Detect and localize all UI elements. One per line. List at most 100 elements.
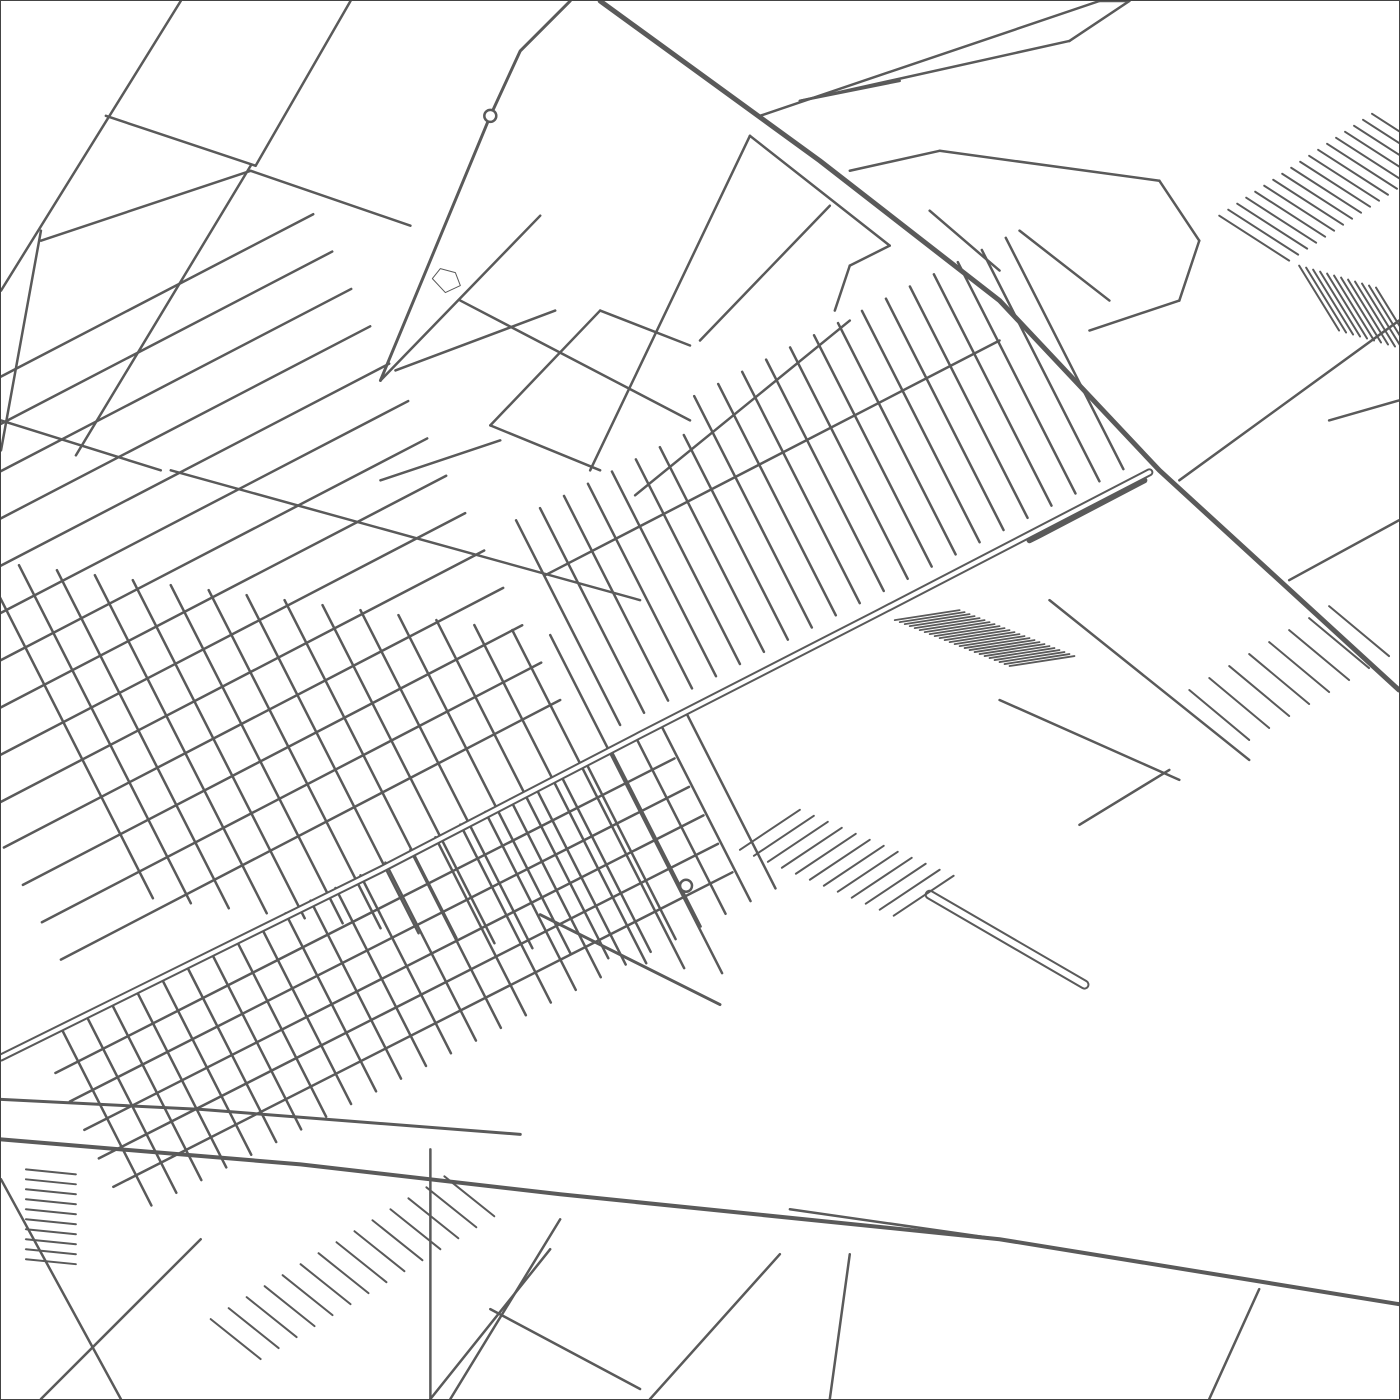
street xyxy=(1254,190,1327,238)
street xyxy=(55,568,231,910)
street xyxy=(588,134,752,472)
street xyxy=(923,621,991,633)
street xyxy=(104,114,257,168)
street xyxy=(538,506,646,715)
street xyxy=(24,1178,77,1186)
street xyxy=(281,1274,334,1317)
street xyxy=(379,439,502,482)
street xyxy=(263,1285,316,1328)
street xyxy=(1308,617,1371,670)
street xyxy=(473,623,648,965)
street xyxy=(1208,677,1271,729)
street xyxy=(83,814,705,1132)
street xyxy=(24,1188,77,1196)
street xyxy=(538,913,722,1007)
street xyxy=(39,1237,202,1399)
street xyxy=(24,1248,77,1256)
street xyxy=(794,832,857,875)
street xyxy=(443,1175,496,1218)
street xyxy=(1347,278,1390,346)
street xyxy=(1003,653,1071,665)
street xyxy=(209,1318,262,1361)
street xyxy=(1178,239,1201,302)
street xyxy=(97,842,720,1160)
street xyxy=(227,1307,280,1350)
roundabout xyxy=(678,878,694,893)
street xyxy=(1228,665,1291,717)
street xyxy=(1188,689,1251,741)
railway xyxy=(597,1,1399,693)
street xyxy=(1,250,334,426)
street xyxy=(892,874,955,917)
street xyxy=(1353,124,1399,156)
street xyxy=(633,319,852,497)
street xyxy=(1371,112,1399,133)
street xyxy=(738,808,801,851)
street xyxy=(1248,653,1311,705)
street xyxy=(1263,184,1336,232)
street xyxy=(812,334,933,568)
street xyxy=(1,287,353,473)
street xyxy=(764,358,885,593)
street xyxy=(1326,142,1399,190)
street xyxy=(973,641,1041,653)
street xyxy=(24,1238,77,1246)
street xyxy=(1317,148,1390,196)
street xyxy=(848,149,941,173)
street xyxy=(245,1296,298,1339)
street xyxy=(407,1197,460,1240)
street xyxy=(598,309,692,347)
street xyxy=(1326,272,1369,340)
street xyxy=(245,593,420,935)
street xyxy=(2,586,505,849)
street xyxy=(1004,236,1125,471)
street xyxy=(74,164,252,457)
street xyxy=(24,1228,77,1236)
street xyxy=(908,615,976,628)
street xyxy=(980,248,1101,483)
street xyxy=(359,608,534,950)
street xyxy=(1,511,467,756)
street xyxy=(716,382,838,617)
street xyxy=(317,1252,370,1295)
street xyxy=(68,785,691,1103)
street xyxy=(1354,280,1397,348)
street xyxy=(1088,299,1181,332)
street xyxy=(283,598,458,940)
street xyxy=(511,628,686,970)
street xyxy=(848,244,891,267)
street xyxy=(371,1219,424,1262)
street xyxy=(1305,266,1348,334)
street xyxy=(24,1208,77,1216)
street xyxy=(24,1258,77,1266)
street xyxy=(828,1252,852,1399)
street xyxy=(1333,274,1376,342)
street xyxy=(740,370,862,605)
street xyxy=(249,169,412,227)
street xyxy=(548,633,724,975)
street xyxy=(1,229,43,452)
street xyxy=(893,609,961,622)
street xyxy=(752,814,815,857)
street xyxy=(850,856,913,899)
street xyxy=(1,362,391,567)
street xyxy=(379,214,542,382)
street xyxy=(956,260,1077,495)
street xyxy=(658,445,766,654)
street xyxy=(425,1186,478,1229)
street xyxy=(808,838,871,881)
street xyxy=(766,820,829,863)
street xyxy=(335,1241,388,1284)
street xyxy=(948,631,1016,643)
street xyxy=(864,862,927,905)
street xyxy=(634,458,742,666)
street xyxy=(692,394,814,629)
street xyxy=(918,619,986,631)
street xyxy=(1158,179,1201,242)
street xyxy=(489,1307,642,1391)
street xyxy=(983,645,1051,657)
street xyxy=(1375,286,1399,327)
street xyxy=(648,1252,782,1399)
